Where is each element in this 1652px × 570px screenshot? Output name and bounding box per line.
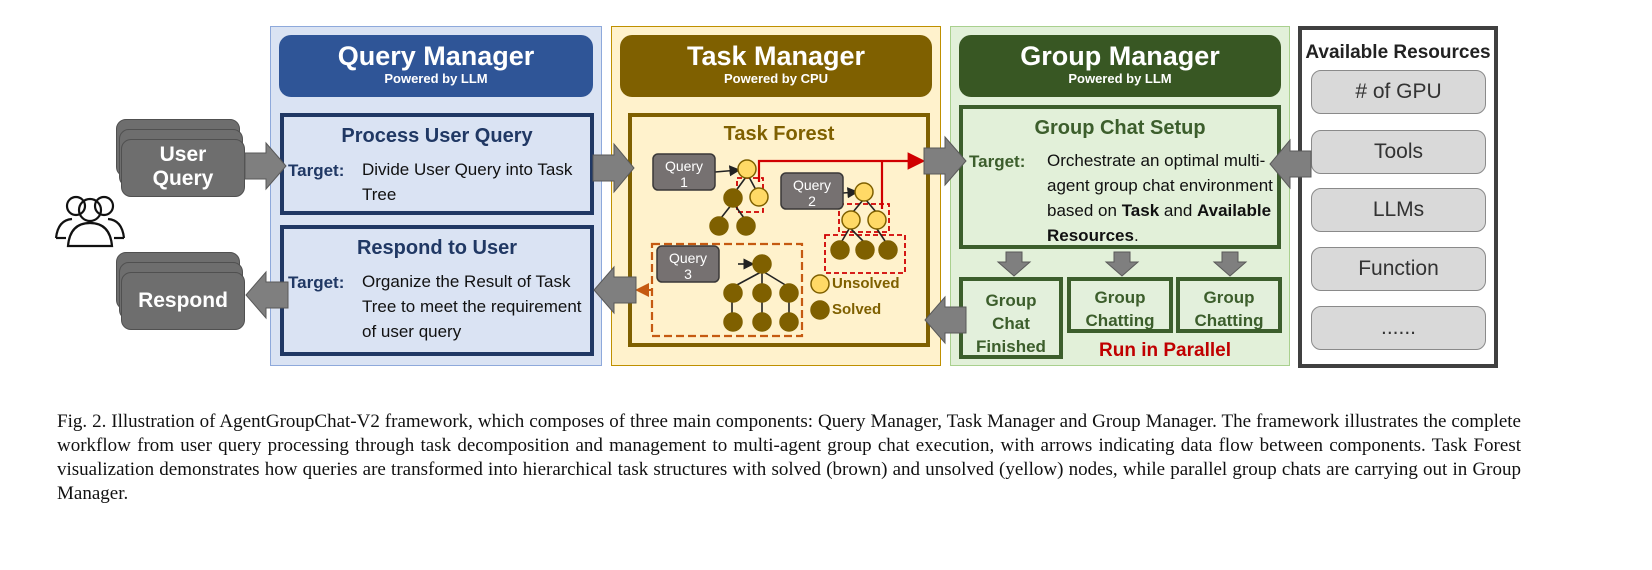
down-arrow-icon — [1104, 251, 1140, 277]
legend-unsolved-label: Unsolved — [832, 275, 900, 292]
resource-more: ...... — [1311, 306, 1486, 350]
task-manager-header: Task Manager Powered by CPU — [620, 35, 932, 97]
tree1-node-unsolved — [737, 159, 757, 179]
tree2-node-solved — [878, 240, 898, 260]
arrow-left-icon — [924, 295, 967, 345]
query-node-1 — [652, 153, 716, 191]
tree3-node-solved — [723, 283, 743, 303]
query-node-2 — [780, 172, 844, 210]
setup-target-text: Orchestrate an optimal multi-agent group… — [1047, 151, 1273, 245]
group-chat-finished-box: Group Chat Finished — [959, 277, 1063, 359]
tree1-node-solved — [723, 188, 743, 208]
tree3-node-solved — [779, 283, 799, 303]
figure-caption: Fig. 2. Illustration of AgentGroupChat-V… — [57, 411, 1521, 504]
tree3-node-solved — [723, 312, 743, 332]
resource-function: Function — [1311, 247, 1486, 291]
legend-solved-swatch — [810, 300, 830, 320]
tree1-node-unsolved — [749, 187, 769, 207]
group-chatting-box-2: Group Chatting — [1176, 277, 1282, 333]
tree2-node-unsolved — [854, 182, 874, 202]
query-manager-header: Query Manager Powered by LLM — [279, 35, 593, 97]
legend-solved-label: Solved — [832, 301, 882, 318]
task-manager-panel: Task Manager Powered by CPU Task Forest — [611, 26, 941, 366]
task-manager-subtitle: Powered by CPU — [723, 71, 829, 86]
resource-llms: LLMs — [1311, 188, 1486, 232]
arrow-right-icon — [923, 135, 967, 187]
tree3-node-solved — [752, 312, 772, 332]
run-in-parallel-label: Run in Parallel — [1099, 340, 1231, 361]
arrow-left-icon — [1269, 138, 1312, 190]
tree3-node-solved — [752, 254, 772, 274]
respond-to-user-box: Respond to User Target: Organize the Res… — [280, 225, 594, 356]
query-node-3 — [656, 245, 720, 283]
respond-target-text: Organize the Result of Task Tree to meet… — [362, 272, 582, 341]
tree2-node-unsolved — [841, 210, 861, 230]
query-3-label: Query 3 — [668, 250, 708, 282]
task-forest-box: Task Forest — [628, 113, 930, 347]
query-2-label: Query 2 — [792, 177, 832, 209]
query-manager-panel: Query Manager Powered by LLM Process Use… — [270, 26, 602, 366]
arrow-left-icon — [245, 270, 289, 320]
tree2-dashed-group — [824, 234, 906, 274]
setup-down-arrows — [996, 251, 1248, 277]
tree2-dashed-subgroup — [838, 203, 890, 233]
group-manager-header: Group Manager Powered by LLM — [959, 35, 1281, 97]
flow-arrows — [244, 135, 1312, 345]
process-target-text: Divide User Query into Task Tree — [362, 160, 573, 204]
arrow-right-icon — [244, 141, 287, 191]
respond-to-user-title: Respond to User — [356, 237, 518, 259]
query-manager-subtitle: Powered by LLM — [384, 71, 488, 86]
tree2-node-solved — [830, 240, 850, 260]
legend-unsolved-swatch — [810, 274, 830, 294]
task-forest-title: Task Forest — [723, 123, 835, 145]
resource-gpu: # of GPU — [1311, 70, 1486, 114]
down-arrow-icon — [1212, 251, 1248, 277]
group-manager-subtitle: Powered by LLM — [1068, 71, 1172, 86]
group-manager-title: Group Manager — [1020, 41, 1220, 71]
tree2-node-solved — [855, 240, 875, 260]
respond-target-label: Target: — [288, 273, 345, 292]
tree3-node-solved — [752, 283, 772, 303]
tree3-node-solved — [779, 312, 799, 332]
arrow-right-icon — [592, 142, 635, 194]
tree1-node-solved — [736, 216, 756, 236]
query-manager-title: Query Manager — [337, 41, 535, 71]
arrow-left-icon — [593, 265, 637, 315]
group-chat-setup-box: Group Chat Setup Target: Orchestrate an … — [959, 105, 1281, 249]
tree2-node-unsolved — [867, 210, 887, 230]
process-target-label: Target: — [288, 161, 345, 180]
process-user-query-box: Process User Query Target: Divide User Q… — [280, 113, 594, 215]
user-query-label: User Query — [152, 143, 214, 190]
group-chatting-box-1: Group Chatting — [1067, 277, 1173, 333]
task-manager-title: Task Manager — [686, 41, 866, 71]
resource-tools: Tools — [1311, 130, 1486, 174]
process-user-query-title: Process User Query — [341, 125, 533, 147]
group-chat-setup-title: Group Chat Setup — [1034, 117, 1206, 139]
setup-target-label: Target: — [969, 152, 1026, 171]
down-arrow-icon — [996, 251, 1032, 277]
users-icon — [54, 195, 126, 248]
tree1-node-solved — [709, 216, 729, 236]
available-resources-title: Available Resources — [1305, 42, 1491, 63]
query-1-label: Query 1 — [664, 158, 704, 190]
respond-label: Respond — [138, 289, 228, 312]
task-forest-graph — [635, 152, 926, 338]
